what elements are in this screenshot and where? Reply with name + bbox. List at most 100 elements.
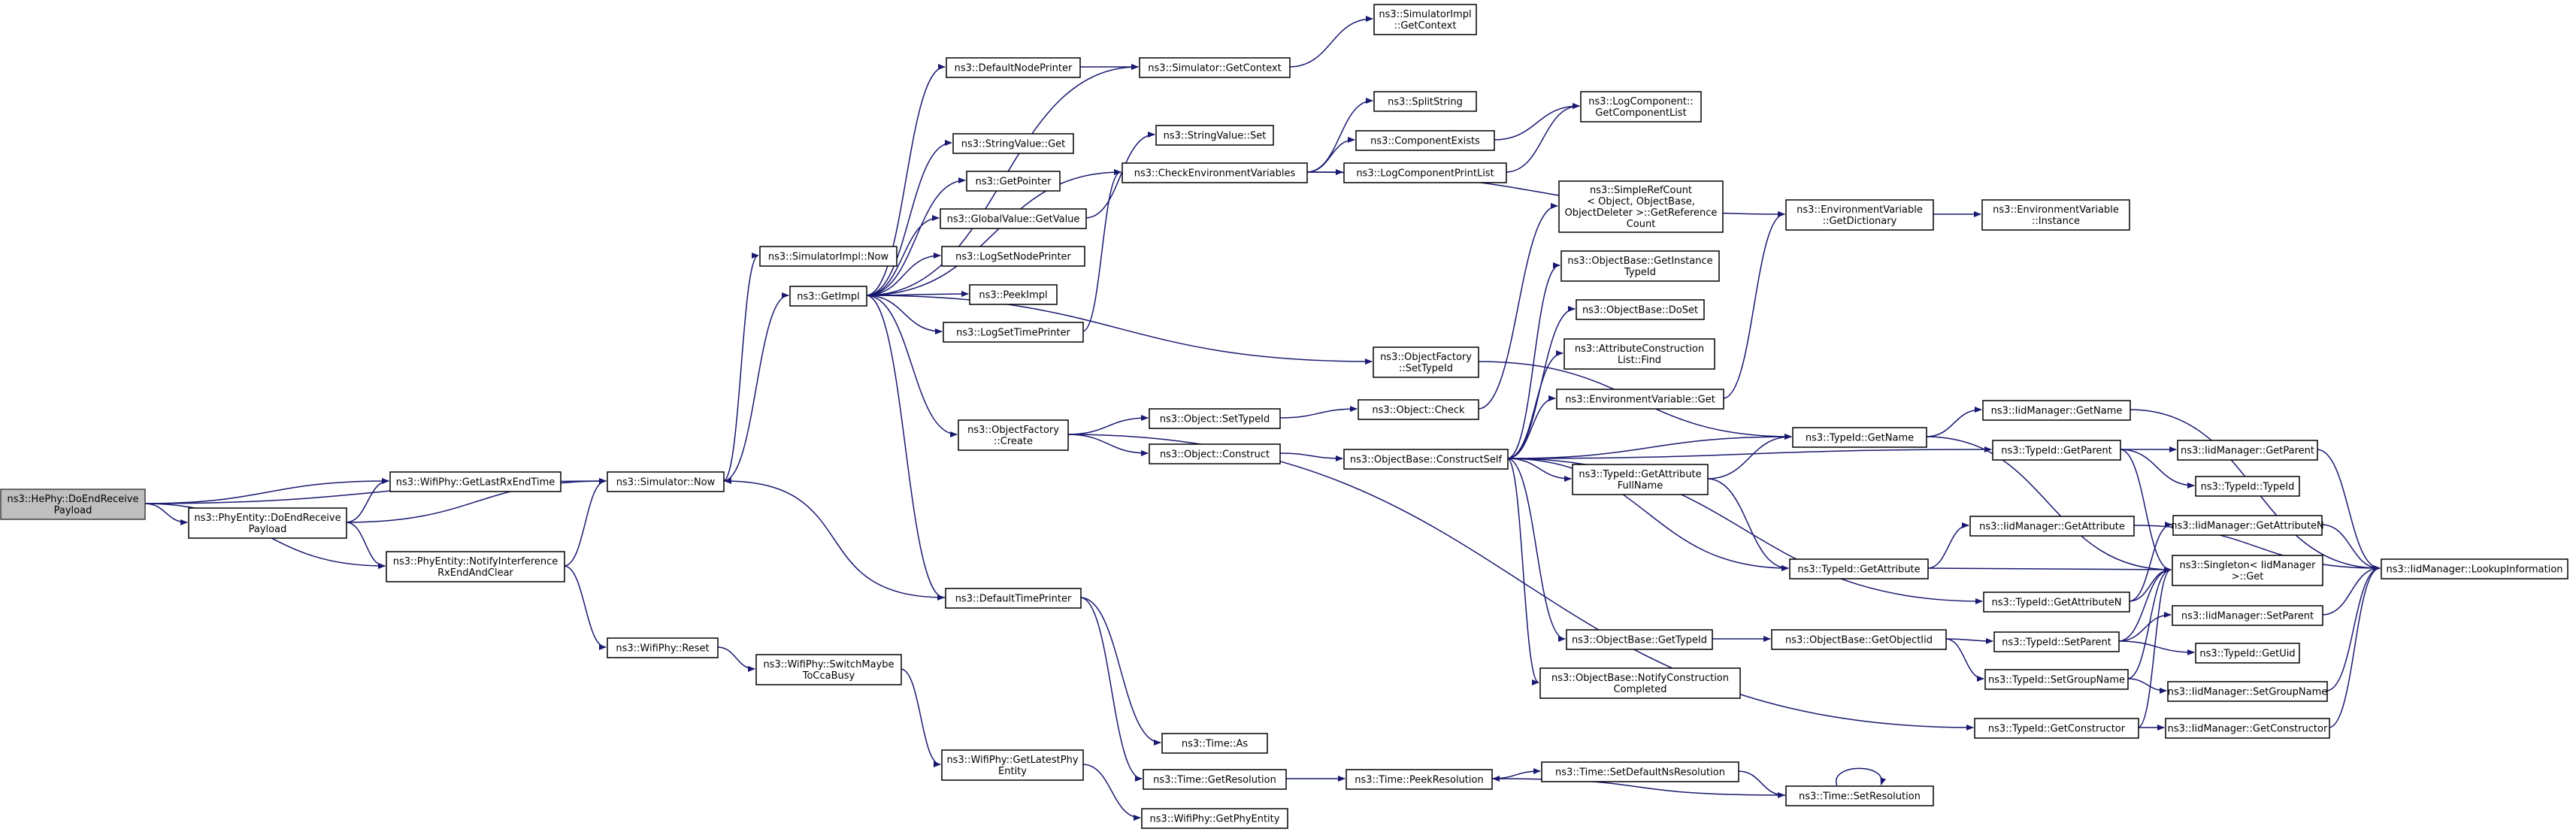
function-node-getimpl[interactable]: ns3::GetImpl [789, 286, 867, 307]
function-node-stringvalueset[interactable]: ns3::StringValue::Set [1155, 125, 1274, 146]
function-node-typeidgetattr[interactable]: ns3::TypeId::GetAttribute [1789, 558, 1929, 579]
function-node-iidsetgroup[interactable]: ns3::IidManager::SetGroupName [2167, 681, 2328, 702]
call-edge [865, 64, 946, 296]
function-node-timegetres[interactable]: ns3::Time::GetResolution [1143, 769, 1287, 790]
function-node-logcompprint[interactable]: ns3::LogComponentPrintList [1343, 162, 1507, 183]
call-edge [2137, 567, 2172, 728]
function-node-iidgetparent[interactable]: ns3::IidManager::GetParent [2177, 440, 2318, 461]
function-node-timesetres[interactable]: ns3::Time::SetResolution [1785, 785, 1934, 806]
call-edge [2117, 640, 2195, 655]
function-node-notifyinterf[interactable]: ns3::PhyEntity::NotifyInterferenceRxEndA… [386, 551, 565, 582]
function-node-objfactcreate[interactable]: ns3::ObjectFactory::Create [958, 419, 1069, 451]
function-node-simimplnow[interactable]: ns3::SimulatorImpl::Now [759, 246, 898, 267]
function-node-singletonget[interactable]: ns3::Singleton< IidManager>::Get [2172, 555, 2323, 586]
function-node-logsettime[interactable]: ns3::LogSetTimePrinter [943, 322, 1084, 343]
function-node-compexists[interactable]: ns3::ComponentExists [1355, 130, 1495, 151]
function-node-deftimeprinter[interactable]: ns3::DefaultTimePrinter [945, 588, 1082, 609]
node-label: ns3::ObjectBase::GetInstance [1567, 256, 1712, 267]
function-node-iidgetctor[interactable]: ns3::IidManager::GetConstructor [2165, 718, 2330, 739]
function-node-loggetlist[interactable]: ns3::LogComponent::GetComponentList [1580, 91, 1702, 123]
node-box [1358, 399, 1479, 420]
function-node-typeidsetgroup[interactable]: ns3::TypeId::SetGroupName [1984, 669, 2129, 690]
function-node-typeidtypeid[interactable]: ns3::TypeId::TypeId [2195, 476, 2300, 497]
function-node-objbaseconstruct[interactable]: ns3::ObjectBase::ConstructSelf [1343, 449, 1509, 470]
function-node-iidgetname[interactable]: ns3::IidManager::GetName [1982, 400, 2131, 421]
function-node-stringvalueget[interactable]: ns3::StringValue::Get [952, 133, 1074, 154]
node-box [1122, 162, 1308, 183]
function-node-iidlookup[interactable]: ns3::IidManager::LookupInformation [2381, 558, 2568, 579]
function-node-simplerefcount[interactable]: ns3::SimpleRefCount< Object, ObjectBase,… [1558, 180, 1724, 233]
function-node-iidgetattr[interactable]: ns3::IidManager::GetAttribute [1969, 516, 2135, 537]
node-label: ns3::GetImpl [797, 292, 860, 303]
function-node-typeidgetattrn[interactable]: ns3::TypeId::GetAttributeN [1983, 591, 2130, 613]
node-box [1373, 346, 1479, 378]
function-node-typeidgetparent[interactable]: ns3::TypeId::GetParent [1992, 440, 2121, 461]
node-box [1984, 669, 2129, 690]
function-node-timeas[interactable]: ns3::Time::As [1161, 733, 1268, 754]
function-node-typeidgetctor[interactable]: ns3::TypeId::GetConstructor [1974, 718, 2139, 739]
function-node-getobjectiid[interactable]: ns3::ObjectBase::GetObjectIid [1771, 629, 1947, 650]
function-node-doset[interactable]: ns3::ObjectBase::DoSet [1576, 299, 1705, 320]
call-edge [2117, 612, 2172, 642]
call-edge [1067, 415, 1149, 435]
node-label: ns3::DefaultTimePrinter [955, 594, 1072, 605]
node-label: >::Get [2232, 571, 2264, 582]
function-node-objconstruct[interactable]: ns3::Object::Construct [1149, 443, 1281, 464]
function-node-notifycc[interactable]: ns3::ObjectBase::NotifyConstructionCompl… [1539, 667, 1741, 699]
node-box [1771, 629, 1947, 650]
function-node-envgetdict[interactable]: ns3::EnvironmentVariable::GetDictionary [1785, 199, 1934, 231]
node-box [1572, 464, 1709, 495]
function-node-envget[interactable]: ns3::EnvironmentVariable::Get [1556, 389, 1724, 410]
function-node-iidsetparent[interactable]: ns3::IidManager::SetParent [2172, 605, 2323, 626]
function-node-checkenv[interactable]: ns3::CheckEnvironmentVariables [1122, 162, 1308, 183]
node-label: ns3::TypeId::GetAttribute [1579, 469, 1701, 480]
function-node-splitstring[interactable]: ns3::SplitString [1373, 91, 1477, 112]
function-node-envinstance[interactable]: ns3::EnvironmentVariable::Instance [1981, 199, 2130, 231]
node-label: ns3::TypeId::TypeId [2201, 482, 2295, 493]
function-node-iidgetattrn[interactable]: ns3::IidManager::GetAttributeN [2171, 515, 2324, 536]
function-node-objsettypeid[interactable]: ns3::Object::SetTypeId [1149, 408, 1281, 429]
node-label: ns3::Time::As [1182, 739, 1249, 750]
function-node-defnodeprinter[interactable]: ns3::DefaultNodePrinter [946, 57, 1081, 78]
function-node-globalvalueget[interactable]: ns3::GlobalValue::GetValue [940, 208, 1087, 229]
node-box [2381, 558, 2568, 579]
node-label: ns3::EnvironmentVariable [1993, 204, 2119, 216]
function-node-typeidsetparent[interactable]: ns3::TypeId::SetParent [1993, 631, 2120, 652]
function-node-simnow[interactable]: ns3::Simulator::Now [607, 471, 725, 492]
node-box [1343, 162, 1507, 183]
node-label: ns3::ObjectBase::ConstructSelf [1350, 455, 1503, 466]
node-box [2172, 555, 2323, 586]
function-node-peekimpl[interactable]: ns3::PeekImpl [969, 284, 1058, 305]
function-node-getpointer[interactable]: ns3::GetPointer [966, 171, 1061, 192]
call-edge [865, 140, 952, 296]
node-box [1785, 785, 1934, 806]
node-label: ns3::Time::SetResolution [1799, 791, 1921, 803]
node-label: ns3::EnvironmentVariable [1797, 204, 1923, 216]
function-node-logsetnode[interactable]: ns3::LogSetNodePrinter [941, 246, 1085, 267]
function-node-objfactsettype[interactable]: ns3::ObjectFactory::SetTypeId [1373, 346, 1479, 378]
node-label: ns3::TypeId::GetUid [2199, 649, 2295, 660]
function-node-objgettypeid[interactable]: ns3::ObjectBase::GetTypeId [1566, 629, 1713, 650]
node-label: FullName [1618, 480, 1663, 492]
function-node-simgetcontext[interactable]: ns3::Simulator::GetContext [1139, 57, 1291, 78]
call-edge [865, 253, 941, 296]
function-node-timepeekres[interactable]: ns3::Time::PeekResolution [1346, 769, 1493, 790]
function-node-typeidgetname[interactable]: ns3::TypeId::GetName [1792, 427, 1927, 448]
function-node-wifireset[interactable]: ns3::WifiPhy::Reset [607, 637, 719, 658]
function-node-simimplctx[interactable]: ns3::SimulatorImpl::GetContext [1373, 4, 1477, 35]
node-label: < Object, ObjectBase, [1587, 196, 1695, 207]
function-node-getlastrx[interactable]: ns3::WifiPhy::GetLastRxEndTime [389, 471, 562, 492]
call-edge [345, 522, 386, 569]
function-node-objcheck[interactable]: ns3::Object::Check [1358, 399, 1479, 420]
function-node-setdefaultns[interactable]: ns3::Time::SetDefaultNsResolution [1541, 761, 1739, 782]
function-node-typeidgetuid[interactable]: ns3::TypeId::GetUid [2195, 643, 2300, 664]
function-node-getphyentity[interactable]: ns3::WifiPhy::GetPhyEntity [1141, 808, 1288, 829]
